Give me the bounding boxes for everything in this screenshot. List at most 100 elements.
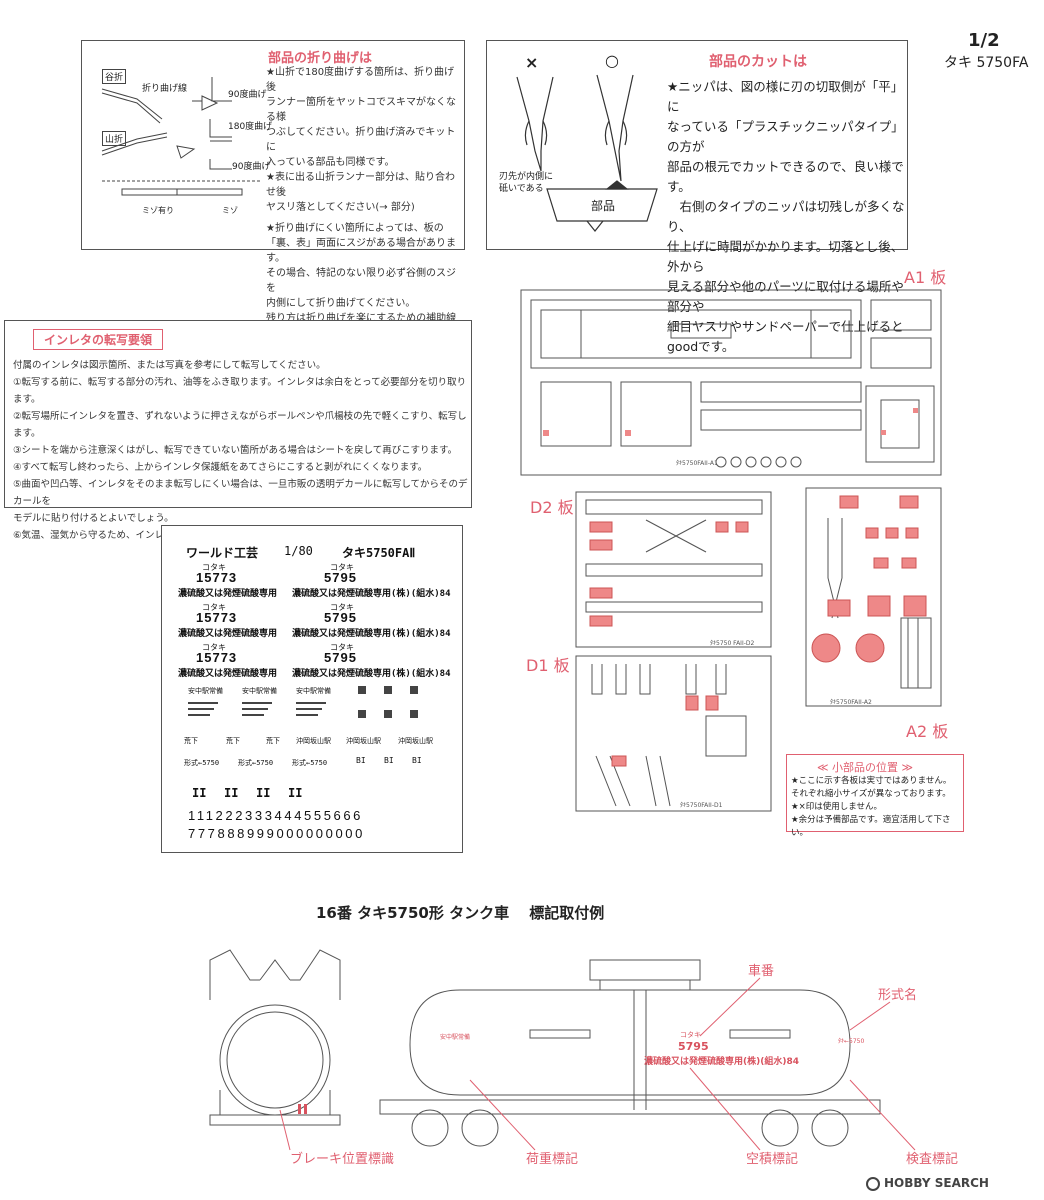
board-a1-code: ﾀｷ5750FAII-A1 — [676, 460, 718, 467]
kana-1a: コタキ — [202, 563, 226, 572]
mark-c: II — [256, 786, 271, 800]
small-parts-title: ≪ 小部品の位置 ≫ — [817, 761, 914, 774]
kana-2a: コタキ — [202, 603, 226, 612]
form-name-label: 形式名 — [878, 988, 918, 1003]
tank-car-side-view-icon — [379, 959, 881, 1147]
board-a2-code: ﾀｷ5750FAII-A2 — [830, 699, 872, 706]
etched-board-a2-icon — [805, 487, 942, 707]
car-number-label: 車番 — [748, 964, 775, 979]
side-cargo: 濃硫酸又は発煙硫酸専用(株)(組水)84 — [644, 1057, 799, 1067]
bend-title: 部品の折り曲げは — [268, 51, 373, 66]
num-3b: 5795 — [324, 650, 357, 665]
bend-diagram-icon — [101, 77, 262, 196]
board-d1-label: D1 板 — [526, 656, 570, 675]
board-a2-label: A2 板 — [906, 722, 949, 741]
x-mark: × — [525, 53, 539, 72]
form-b: 形式←5750 — [238, 759, 274, 767]
deg90b-label: 90度曲げ — [232, 162, 271, 172]
small-lbl-e: 荒下 — [226, 737, 240, 745]
part-label: 部品 — [591, 199, 616, 213]
num-2b: 5795 — [324, 610, 357, 625]
bend-text: ★山折で180度曲げする箇所は、折り曲げ後 ランナー箇所をヤットコでスキマがなく… — [266, 67, 457, 339]
small-parts-text: ★ここに示す各板は実寸ではありません。 それぞれ縮小サイズが異なっております。 … — [791, 776, 952, 838]
empty-label: 空積標記 — [746, 1152, 799, 1167]
cargo-2a: 濃硫酸又は発煙硫酸専用 — [178, 629, 278, 639]
mark-b: II — [224, 786, 239, 800]
inspect-label: 検査標記 — [906, 1152, 959, 1167]
small-lbl-i: 沖岡坂山駅 — [398, 737, 433, 745]
o-mark: ○ — [605, 51, 619, 70]
digits-row-2: 777888999000000000 — [188, 826, 365, 841]
num-3a: 15773 — [196, 650, 238, 665]
bi-b: BI — [384, 756, 394, 765]
form-c: 形式←5750 — [292, 759, 328, 767]
groove-note-left: ミゾ有り — [142, 206, 174, 215]
board-d2-label: D2 板 — [530, 498, 574, 517]
num-1a: 15773 — [196, 570, 238, 585]
small-lbl-g: 沖岡坂山駅 — [296, 737, 331, 745]
etched-board-d2-icon — [575, 491, 772, 648]
num-1b: 5795 — [324, 570, 357, 585]
example-title: 16番 タキ5750形 タンク車 標記取付例 — [316, 904, 605, 922]
cut-title: 部品のカットは — [709, 54, 807, 70]
cut-text: ★ニッパは、図の様に刃の切取側が「平」に なっている「プラスチックニッパタイプ」… — [667, 79, 905, 354]
bend-line-label: 折り曲げ線 — [142, 84, 188, 94]
kana-3a: コタキ — [202, 643, 226, 652]
model-name: タキ 5750FA — [944, 55, 1029, 71]
decal-instructions-title: インレタの転写要領 — [33, 329, 164, 350]
decal-instructions-box: インレタの転写要領 付属のインレタは図示箇所、または写真を参考にして転写してくだ… — [4, 320, 472, 541]
deg180-label: 180度曲げ — [228, 122, 273, 132]
groove-note-right: ミゾ — [222, 206, 238, 215]
decal-scale: 1/80 — [284, 544, 313, 558]
small-lbl-h: 沖岡坂山駅 — [346, 737, 381, 745]
board-d1-code: ﾀｷ5750FAII-D1 — [680, 802, 723, 809]
small-lbl-a: 安中駅常備 — [188, 687, 223, 695]
cargo-3b: 濃硫酸又は発煙硫酸専用(株)(組水)84 — [292, 669, 451, 679]
digits-row-1: 111222333444555666 — [188, 808, 364, 823]
watermark-text: HOBBY SEARCH — [884, 1176, 989, 1190]
load-label: 荷重標記 — [526, 1152, 579, 1167]
side-number: 5795 — [678, 1040, 709, 1053]
small-lbl-b: 安中駅常備 — [242, 687, 277, 695]
decal-maker: ワールド工芸 — [186, 546, 259, 560]
kana-2b: コタキ — [330, 603, 354, 612]
valley-label: 谷折 — [102, 69, 127, 84]
decal-instructions-text: 付属のインレタは図示箇所、または写真を参考にして転写してください。 ①転写する前… — [13, 360, 468, 541]
small-lbl-d: 荒下 — [184, 737, 198, 745]
mark-d: II — [288, 786, 303, 800]
watermark-icon — [866, 1176, 880, 1191]
side-form: ﾀｷ←5750 — [838, 1038, 865, 1045]
cargo-3a: 濃硫酸又は発煙硫酸専用 — [178, 669, 278, 679]
bend-instructions-box: 部品の折り曲げは ★山折で180度曲げする箇所は、折り曲げ後 ランナー箇所をヤッ… — [81, 40, 465, 339]
mountain-label: 山折 — [102, 131, 127, 146]
board-d2-code: ﾀｷ5750 FAII-D2 — [710, 640, 755, 647]
cut-instructions-box: 部品のカットは ★ニッパは、図の様に刃の切取側が「平」に なっている「プラスチッ… — [486, 40, 908, 354]
nipper-icon — [516, 74, 658, 232]
board-a1-label: A1 板 — [904, 268, 947, 287]
num-2a: 15773 — [196, 610, 238, 625]
kana-1b: コタキ — [330, 563, 354, 572]
watermark: HOBBY SEARCH — [866, 1176, 989, 1191]
blade-note: 刃先が内側に 砥いである — [499, 172, 554, 194]
small-decal-blocks-icon — [188, 686, 418, 718]
decal-name: タキ5750FAⅡ — [342, 546, 416, 560]
cargo-1a: 濃硫酸又は発煙硫酸専用 — [178, 589, 278, 599]
cargo-1b: 濃硫酸又は発煙硫酸専用(株)(組水)84 — [292, 589, 451, 599]
small-lbl-c: 安中駅常備 — [296, 687, 331, 695]
deg90-label: 90度曲げ — [228, 90, 267, 100]
decal-sheet: ワールド工芸 1/80 タキ5750FAⅡ コタキ 15773 コタキ 5795… — [161, 525, 463, 853]
etched-board-a1-icon — [520, 289, 942, 476]
small-lbl-f: 荒下 — [266, 737, 280, 745]
bi-c: BI — [412, 756, 422, 765]
brake-label: ブレーキ位置標識 — [290, 1152, 395, 1167]
mark-a: II — [192, 786, 207, 800]
side-kana: コタキ — [680, 1031, 701, 1039]
cargo-2b: 濃硫酸又は発煙硫酸専用(株)(組水)84 — [292, 629, 451, 639]
form-a: 形式←5750 — [184, 759, 220, 767]
small-parts-note: ≪ 小部品の位置 ≫ ★ここに示す各板は実寸ではありません。 それぞれ縮小サイズ… — [786, 754, 964, 838]
kana-3b: コタキ — [330, 643, 354, 652]
etched-board-d1-icon — [575, 655, 772, 812]
tank-car-end-view-icon — [209, 949, 341, 1126]
bi-a: BI — [356, 756, 366, 765]
page-number: 1/2 — [968, 30, 1000, 51]
